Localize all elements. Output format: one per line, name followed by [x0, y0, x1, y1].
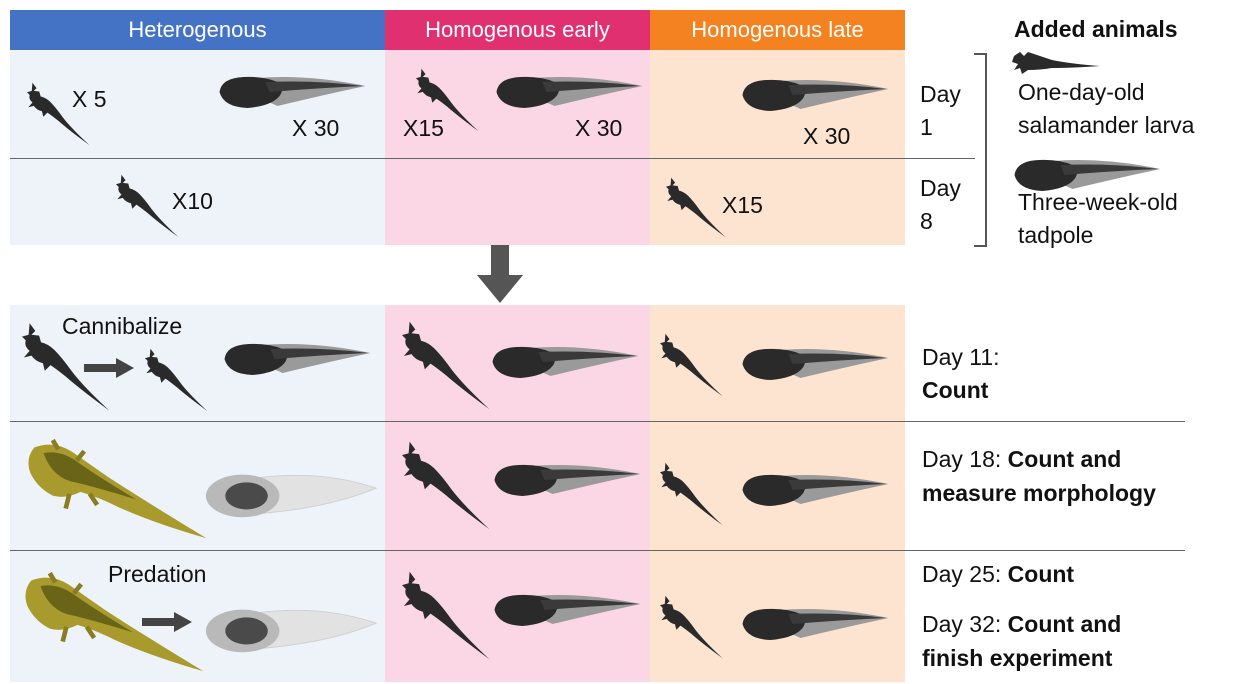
legend-tadpole-label: Three-week-old tadpole: [1018, 186, 1178, 253]
early-day1-tadpole-count: X 30: [575, 117, 622, 140]
header-homogenous-early: Homogenous early: [385, 10, 650, 50]
day1-label: Day 1: [920, 78, 961, 145]
bracket-icon: [972, 52, 992, 248]
day32-action-1: Count and: [1008, 611, 1122, 637]
day32-prefix: Day 32:: [922, 611, 1008, 637]
tadpole-icon: [492, 72, 647, 112]
het-day8-larva-count: X10: [172, 190, 213, 213]
salamander-larva-icon: [402, 568, 497, 663]
het-day1-tadpole-count: X 30: [292, 117, 339, 140]
legend-title: Added animals: [1014, 18, 1178, 41]
tadpole-icon: [488, 342, 643, 382]
predation-label: Predation: [108, 563, 206, 586]
arrow-right-icon: [142, 612, 192, 632]
salamander-larva-icon: [402, 438, 497, 533]
tadpole-photo-icon: [202, 600, 380, 658]
tadpole-icon: [738, 344, 893, 384]
tadpole-icon: [215, 72, 370, 112]
day18-text: Day 18: Count and: [922, 448, 1121, 471]
tadpole-icon: [490, 590, 645, 630]
early-day1-larva-count: X15: [403, 117, 444, 140]
arrow-right-icon: [84, 358, 134, 378]
legend-larva-label: One-day-old salamander larva: [1018, 76, 1194, 143]
salamander-larva-icon: [660, 592, 728, 662]
salamander-larva-icon: [1012, 46, 1102, 76]
arrow-down-icon: [475, 245, 525, 305]
day11-prefix: Day 11:: [922, 346, 1000, 369]
day25-prefix: Day 25:: [922, 561, 1008, 587]
day8-label: Day 8: [920, 172, 961, 239]
top-divider: [10, 158, 975, 159]
day25-action: Count: [1008, 561, 1074, 587]
salamander-larva-icon: [145, 346, 213, 414]
het-day1-larva-count: X 5: [72, 88, 107, 111]
day32-text: Day 32: Count and: [922, 613, 1121, 636]
tadpole-icon: [738, 470, 893, 510]
day11-action: Count: [922, 379, 988, 402]
tadpole-photo-icon: [202, 465, 380, 523]
day18-prefix: Day 18:: [922, 446, 1008, 472]
day18-action-1: Count and: [1008, 446, 1122, 472]
tadpole-icon: [220, 339, 375, 379]
header-heterogenous: Heterogenous: [10, 10, 385, 50]
salamander-photo-icon: [25, 437, 210, 545]
salamander-larva-icon: [660, 459, 728, 529]
day32-action-2: finish experiment: [922, 647, 1112, 670]
day25-text: Day 25: Count: [922, 563, 1074, 586]
cannibalize-label: Cannibalize: [62, 315, 182, 338]
bottom-divider-2: [10, 550, 1185, 551]
day18-action-2: measure morphology: [922, 482, 1156, 505]
salamander-larva-icon: [660, 330, 728, 400]
tadpole-icon: [490, 460, 645, 500]
salamander-larva-icon: [402, 318, 497, 413]
header-homogenous-late: Homogenous late: [650, 10, 905, 50]
bottom-divider-1: [10, 421, 1185, 422]
tadpole-icon: [738, 75, 893, 115]
late-day1-tadpole-count: X 30: [803, 125, 850, 148]
late-day8-larva-count: X15: [722, 194, 763, 217]
tadpole-icon: [738, 604, 893, 644]
